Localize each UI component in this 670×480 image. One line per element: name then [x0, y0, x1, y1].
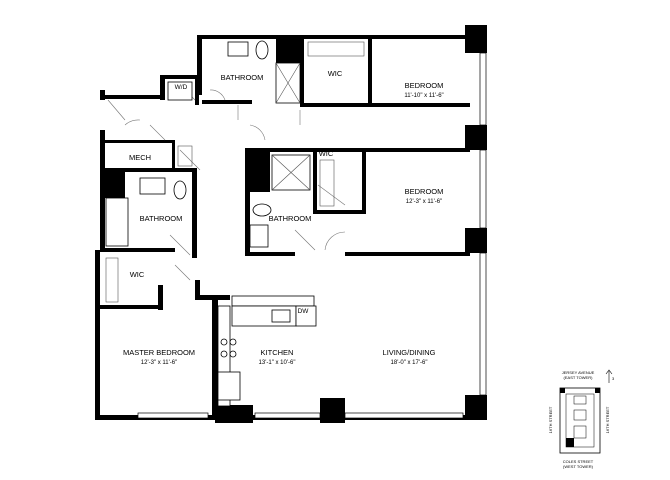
bedroom-1-size: 11'-10" x 11'-6" [404, 93, 443, 99]
keyplan-west-street: 16TH STREET [548, 406, 553, 433]
bathroom-top-label: BATHROOM [221, 73, 264, 82]
kitchen-name: KITCHEN [261, 348, 294, 357]
bedroom-2-name: BEDROOM [405, 187, 444, 196]
wic-mid-label: WIC [319, 149, 334, 158]
interior-walls [100, 35, 470, 415]
bedroom-2-size: 12'-3" x 11'-6" [406, 199, 442, 205]
mech-label: MECH [129, 153, 151, 162]
fixtures [105, 40, 365, 407]
keyplan-south-street: COLES STREET [563, 459, 594, 464]
bathroom-left-label: BATHROOM [140, 214, 183, 223]
bedroom-1-name: BEDROOM [405, 81, 444, 90]
master-bedroom-name: MASTER BEDROOM [123, 348, 195, 357]
room-labels: BEDROOM 11'-10" x 11'-6" BEDROOM 12'-3" … [123, 69, 444, 366]
key-plan: JERSEY AVENUE (EAST TOWER) 3 16TH STREET… [548, 369, 615, 469]
master-bedroom-size: 12'-3" x 11'-6" [141, 360, 177, 366]
kitchen-size: 13'-1" x 10'-6" [259, 360, 296, 366]
bathroom-mid-label: BATHROOM [269, 214, 312, 223]
living-dining-name: LIVING/DINING [383, 348, 436, 357]
keyplan-building [559, 387, 601, 454]
dishwasher-label: DW [298, 308, 310, 315]
wic-master-label: WIC [130, 270, 145, 279]
keyplan-north-sub: (EAST TOWER) [564, 375, 594, 380]
living-dining-size: 18'-0" x 17'-6" [391, 360, 428, 366]
keyplan-unit-marker: 3 [612, 376, 615, 381]
north-arrow-icon: 3 [605, 369, 615, 383]
keyplan-north-street: JERSEY AVENUE [562, 370, 595, 375]
keyplan-east-street: 16TH STREET [605, 406, 610, 433]
keyplan-south-sub: (WEST TOWER) [563, 464, 594, 469]
exterior-walls [95, 25, 487, 423]
washer-dryer-label: W/D [175, 84, 188, 91]
wic-top-label: WIC [328, 69, 343, 78]
